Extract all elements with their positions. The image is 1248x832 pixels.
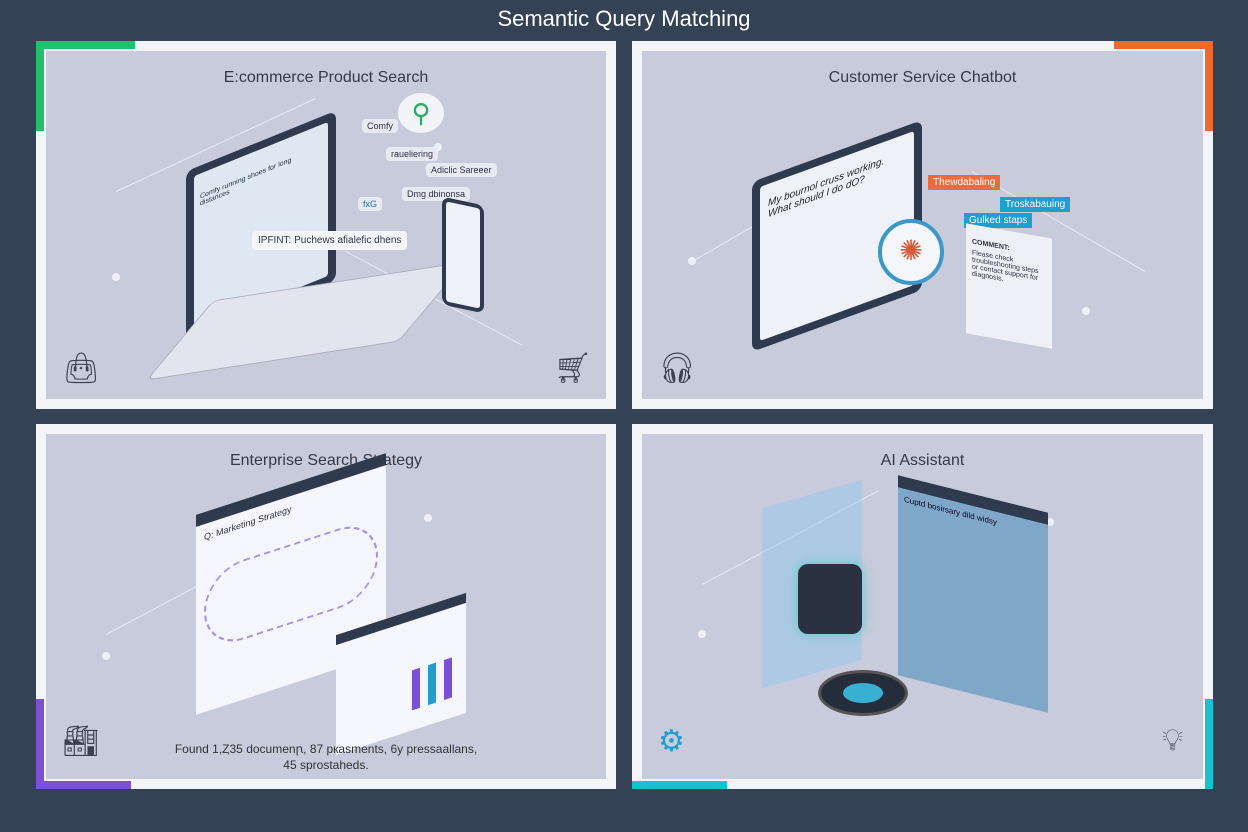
panel-title: Enterprise Search Strategy	[229, 452, 423, 469]
panel-title: Customer Service Chatbot	[828, 69, 1017, 86]
node-dot	[112, 273, 120, 281]
headset-icon: 🎧︎	[658, 352, 697, 385]
assistant-window: Cuptd bosirsary dild widsy	[898, 475, 1048, 713]
results-caption: Found 1,Ȥ35 documenꞃ, 87 pкasments, 6y p…	[46, 741, 606, 773]
tag-2: Troskabauing	[1000, 197, 1071, 212]
tag-1: Thewdabaling	[928, 175, 1001, 190]
accent-bar	[36, 781, 131, 789]
chip-icon	[798, 564, 862, 634]
label-4: Dmg dbinonsa	[402, 187, 471, 201]
shopping-bag-icon: 👜︎	[62, 352, 101, 385]
label-comfy: Comfy	[362, 119, 399, 133]
factory-icon: 🏭︎	[62, 725, 101, 758]
gear-icon: ⚙	[658, 725, 685, 758]
tag-3: Gulked staps	[964, 213, 1033, 228]
node-dot	[1046, 518, 1054, 526]
label-5: fxG	[358, 197, 383, 211]
panel-assistant: AI Assistant Cuptd bosirsary dild widsy …	[632, 424, 1213, 789]
panel-enterprise: Enterprise Search Strategy Q: Marketing …	[36, 424, 616, 789]
bar-chart-icon	[412, 657, 452, 711]
page-title: Semantic Query Matching	[497, 6, 751, 31]
accent-bar	[36, 41, 135, 49]
caption-line-1: Found 1,Ȥ35 documenꞃ, 87 pкasments, 6y p…	[174, 742, 478, 756]
phone	[442, 196, 484, 314]
search-icon: ⚲	[398, 93, 444, 133]
node-dot	[688, 257, 696, 265]
accent-bar	[1205, 699, 1213, 789]
node-dot	[102, 652, 110, 660]
caption-line-2: 45 sprostaheds.	[283, 758, 369, 772]
panel-title: E:commerce Product Search	[223, 69, 429, 86]
panel-ecommerce: E:commerce Product Search Comfy running …	[36, 41, 616, 409]
window-title: Cuptd bosirsary dild widsy	[904, 494, 997, 527]
accent-bar	[1205, 41, 1213, 131]
node-dot	[698, 630, 706, 638]
accent-bar	[632, 781, 727, 789]
label-3: Adiclic Sareeer	[426, 163, 497, 177]
node-dot	[1082, 307, 1090, 315]
label-2: raueliering	[386, 147, 439, 161]
intent-label: IPFINT: Puchews afialefic dhens	[252, 231, 408, 250]
accent-bar	[1114, 41, 1213, 49]
accent-bar	[36, 41, 44, 131]
panel-title: AI Assistant	[880, 452, 965, 469]
node-dot	[434, 143, 442, 151]
cart-icon: 🛒︎	[554, 352, 593, 385]
accent-bar	[36, 699, 44, 789]
lightbulb-ai-icon: 💡︎	[1162, 724, 1183, 757]
node-dot	[424, 514, 432, 522]
panel-chatbot: Customer Service Chatbot My bournol crus…	[632, 41, 1213, 409]
response-card: COMMENT: Flease check troubleshooting st…	[966, 223, 1052, 349]
brain-icon: ✺	[878, 219, 944, 285]
brain-pad	[818, 670, 908, 716]
